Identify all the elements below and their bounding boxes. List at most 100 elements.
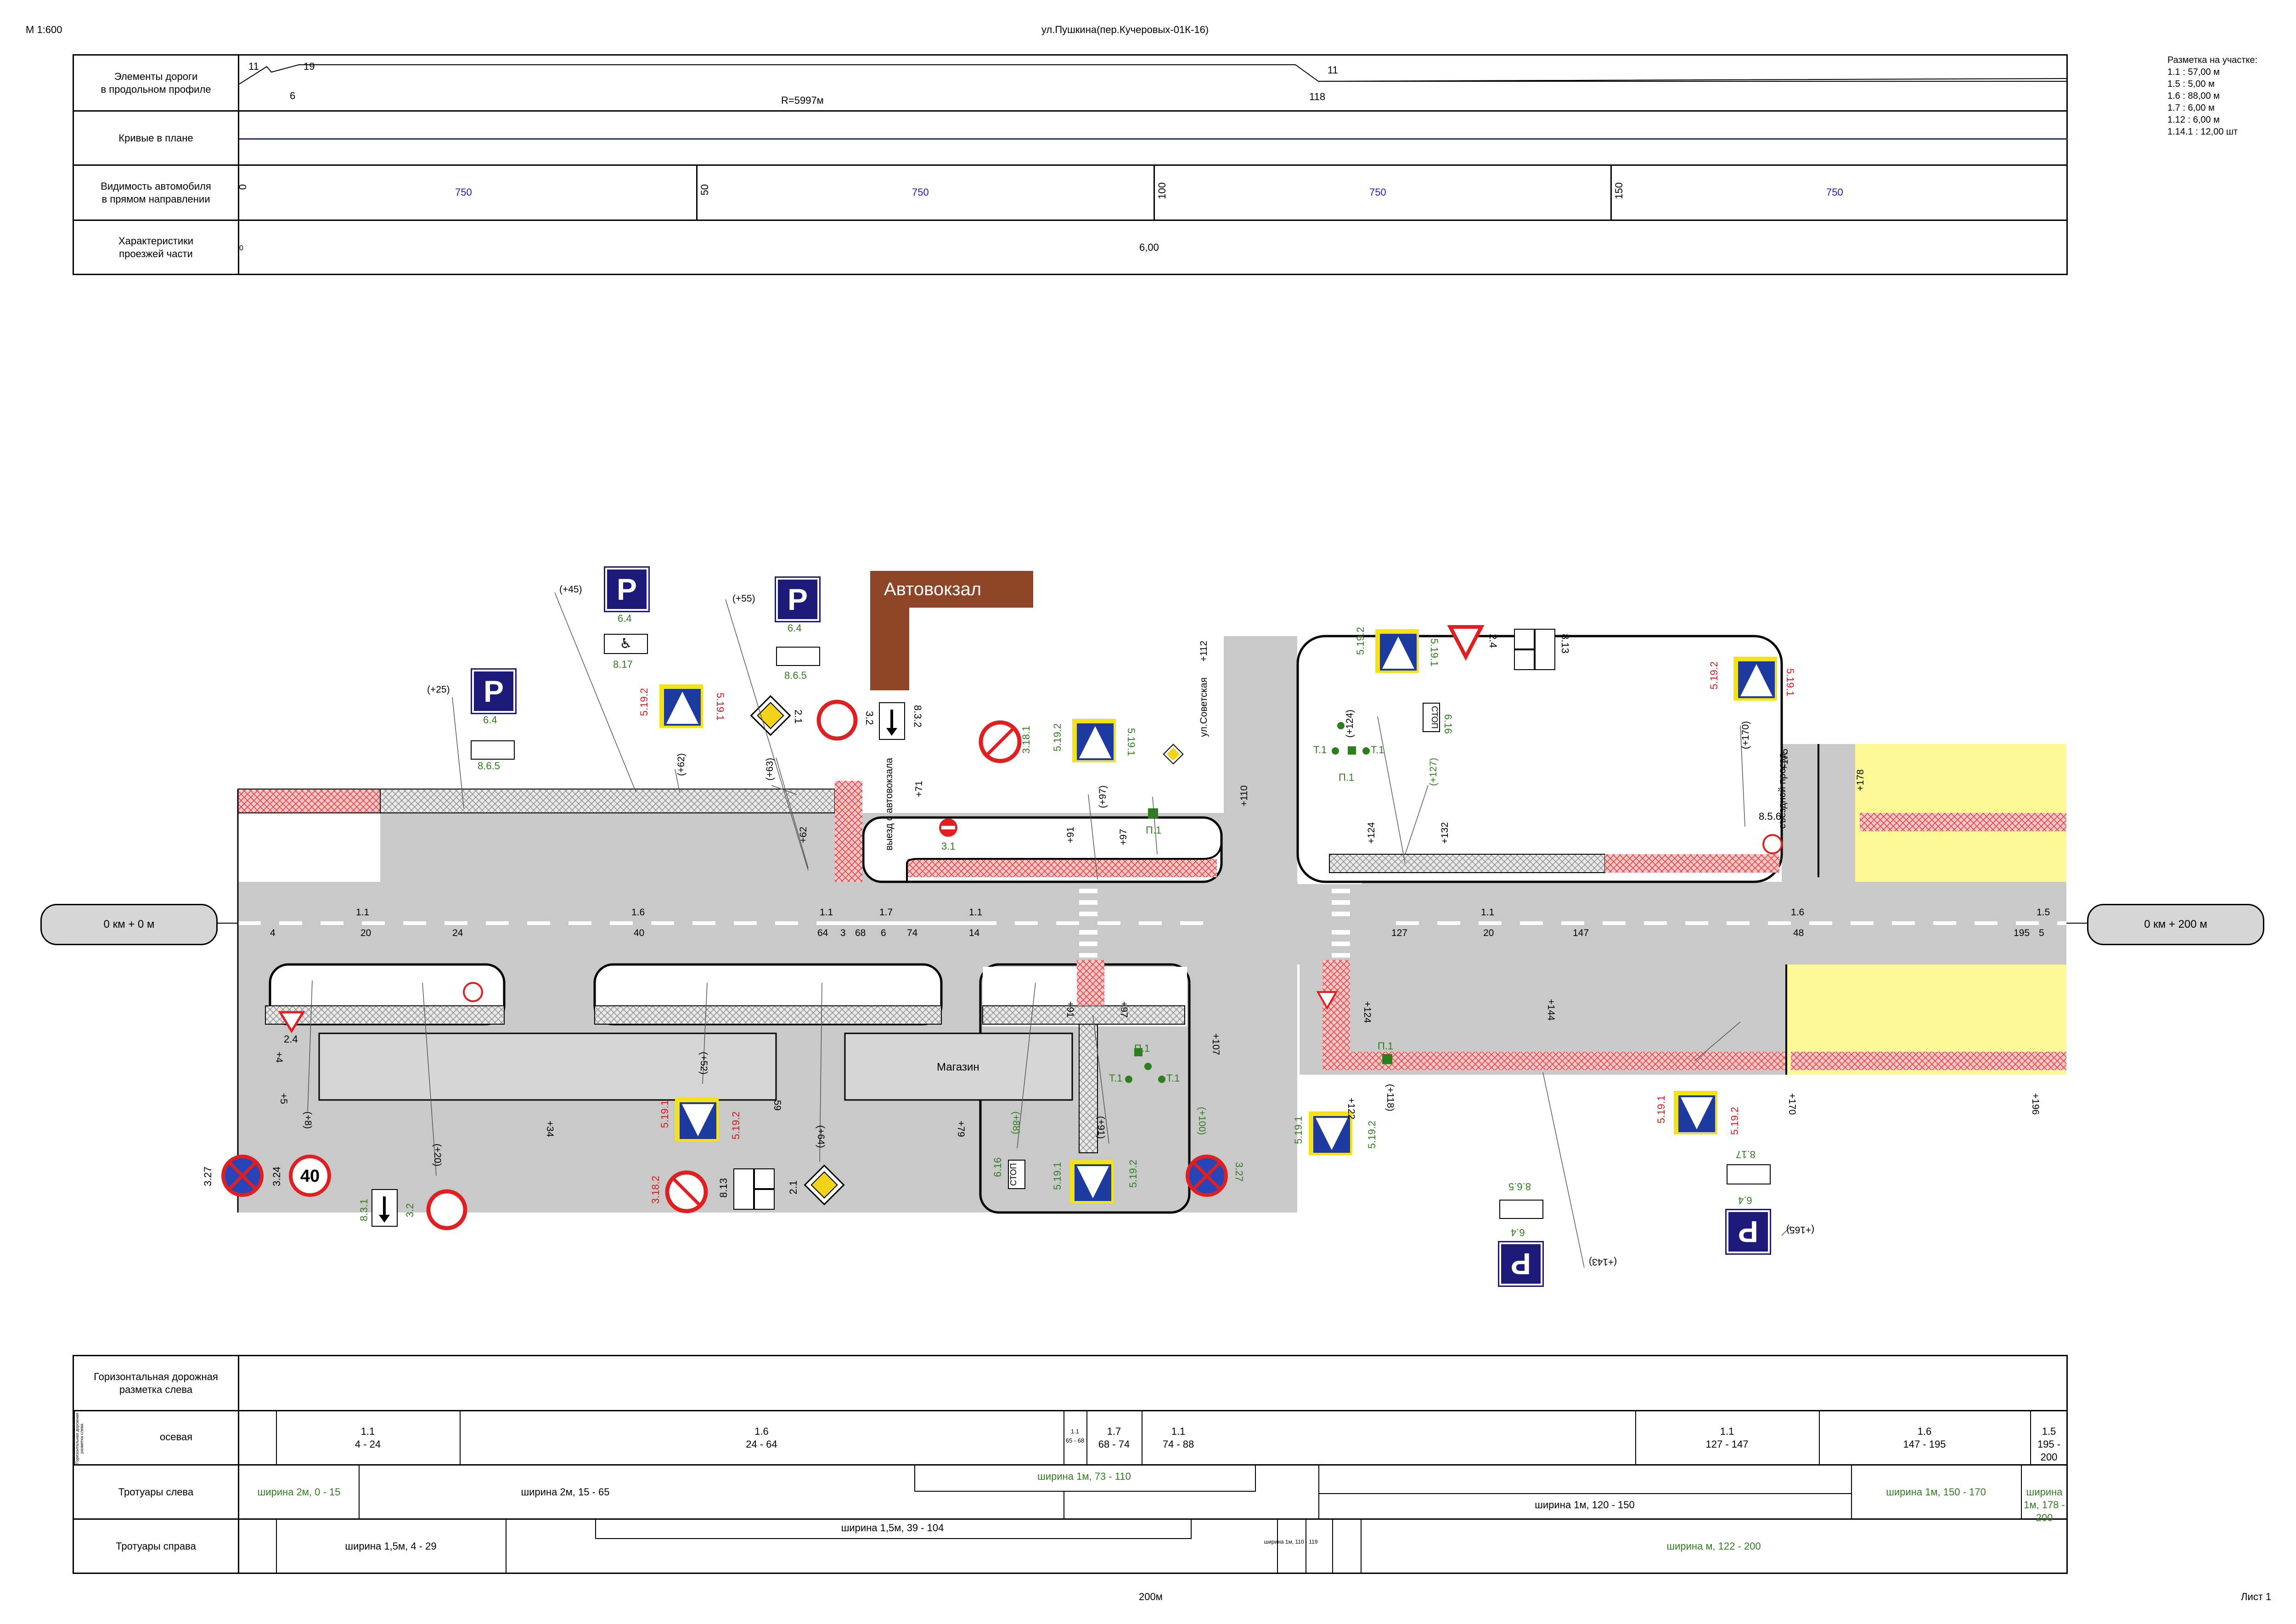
sign-code: 5.19.1 [659,1100,670,1128]
arrow-plate [371,1189,398,1227]
axis-number: 14 [969,928,980,938]
row-label-left-walks: Тротуары слева [73,1464,239,1520]
sign-code: 8.17 [1736,1149,1756,1160]
chainage-label: (+170) [1740,721,1751,750]
arrow-plate [879,702,905,740]
visibility-cell: 0 50 100 150 750 750 750 750 [237,164,2068,221]
chainage-label: (+20) [432,1144,443,1167]
left-walk-cell: ширина 2м, 0 - 15 [257,1486,341,1498]
shop-label: Магазин [937,1061,979,1073]
sign-code: 5.19.1 [715,693,726,721]
sign-code: 6.4 [1511,1227,1525,1238]
sign-code: 6.4 [788,622,802,634]
row-label-axis: осевая [159,1431,193,1443]
axis-number: 24 [452,928,463,938]
chainage-label: +4 [274,1052,284,1063]
sign-code: 6.4 [1738,1195,1752,1206]
summary-item: 1.6 : 88,00 м [2167,91,2220,101]
left-walks-row: ширина 2м, 0 - 15 ширина 2м, 15 - 65 шир… [238,1464,2068,1523]
chainage-label: 59 [772,1100,782,1111]
axis-cell-range: 4 - 24 [355,1438,381,1450]
yield-sign [278,1011,305,1033]
traffic-light-label: П.1 [1339,772,1355,783]
right-walk-cell: ширина 1,5м, 4 - 29 [345,1540,437,1552]
chainage-label: (+64) [816,1125,826,1148]
station-start: 0 км + 0 м [40,904,218,945]
sign-code: 2.4 [1487,634,1499,648]
chainage-label: +170 [1787,1093,1797,1115]
markings-summary: Разметка на участке: 1.1 : 57,00 м 1.5 :… [2167,54,2257,138]
right-walk-cell: ширина м, 122 - 200 [1666,1540,1761,1552]
road-char-cell: 0 6,00 [238,220,2068,275]
chainage-label: +132 [1440,822,1450,844]
axis-number: 3 [840,928,846,938]
profile-n5: 11 [1328,64,1338,76]
chainage-label: (+100) [1197,1107,1207,1135]
hatch-red-exit [835,781,862,882]
visibility-value: 750 [912,186,929,198]
sign-code: 8.5.6 [1759,811,1781,822]
visibility-value: 750 [455,186,472,198]
sign-code: 5.19.2 [1127,1160,1139,1188]
no-stopping-sign [1186,1155,1228,1197]
sign-code: 5.19.1 [1293,1116,1304,1145]
axis-cell-code: 1.7 [1107,1426,1121,1437]
chainage-label: +144 [1546,999,1556,1021]
car-plate-icon [471,740,515,760]
traffic-light-label: Т.1 [1371,744,1384,756]
left-walk-cell: ширина 1м, 178 - 200 [2024,1486,2065,1523]
hatch-red-left [237,789,381,813]
bottom-table: Горизонтальная дорожная разметка слева Г… [73,1355,2068,1574]
chainage-label: +62 [798,827,809,843]
hatch-red-yellow-bottom [1791,1052,2066,1070]
sidewalk-top-right [1329,854,1605,873]
sign-code: 8.13 [1559,634,1571,654]
hatch-red-lower-right [1322,960,1350,1070]
summary-item: 1.5 : 5,00 м [2167,79,2215,89]
sign-code: 6.4 [618,613,632,624]
sign-code: 3.18.2 [650,1176,661,1204]
axis-label-cell: Горизонтальная дорожная разметка слева о… [73,1410,239,1466]
axis-cell-code: 1.1 [360,1426,375,1437]
axis-number: 68 [855,928,866,938]
no-traffic-sign [1762,834,1783,854]
chainage-label: (+52) [698,1052,709,1075]
hatch-red-top-mid [907,859,1217,877]
profile-n3: 6 [290,90,296,102]
axis-number: 4 [270,928,276,938]
chainage-label: (+62) [676,753,687,776]
chainage-label: +124 [1362,1001,1373,1023]
sign-code: 3.24 [271,1167,282,1186]
hatch-red-lower-long [1350,1052,1786,1070]
axis-number: 74 [907,928,918,938]
car-plate-icon [776,647,820,666]
sidewalk-bottom-2 [594,1005,942,1025]
sign-code: 5.19.2 [638,688,650,716]
chainage-label: +91 [1065,827,1076,843]
parking-sign: P [775,576,821,622]
chainage-label: +178 [1855,769,1866,791]
sidewalk-bottom-vertical [1079,1024,1098,1153]
crosswalk-sign [675,1098,719,1141]
sign-code: 5.19.2 [730,1111,742,1140]
curve-line [239,138,2068,140]
parking-sign: P [471,668,517,714]
axis-number: 127 [1391,928,1408,938]
sign-code: 5.19.1 [1052,1162,1063,1190]
axis-number: 5 [2039,928,2044,938]
chainage-label: +79 [956,1121,966,1137]
sign-code: 5.19.2 [1052,723,1063,752]
chainage-label: (+97) [1097,785,1108,808]
axis-code: 1.1 [820,907,833,918]
bus-station-wing [870,608,909,690]
sidewalk-bottom-1 [265,1005,505,1025]
visibility-divider [1154,166,1155,221]
axis-number: 64 [817,928,828,938]
axis-cell-code: 1.1 [1720,1426,1734,1437]
